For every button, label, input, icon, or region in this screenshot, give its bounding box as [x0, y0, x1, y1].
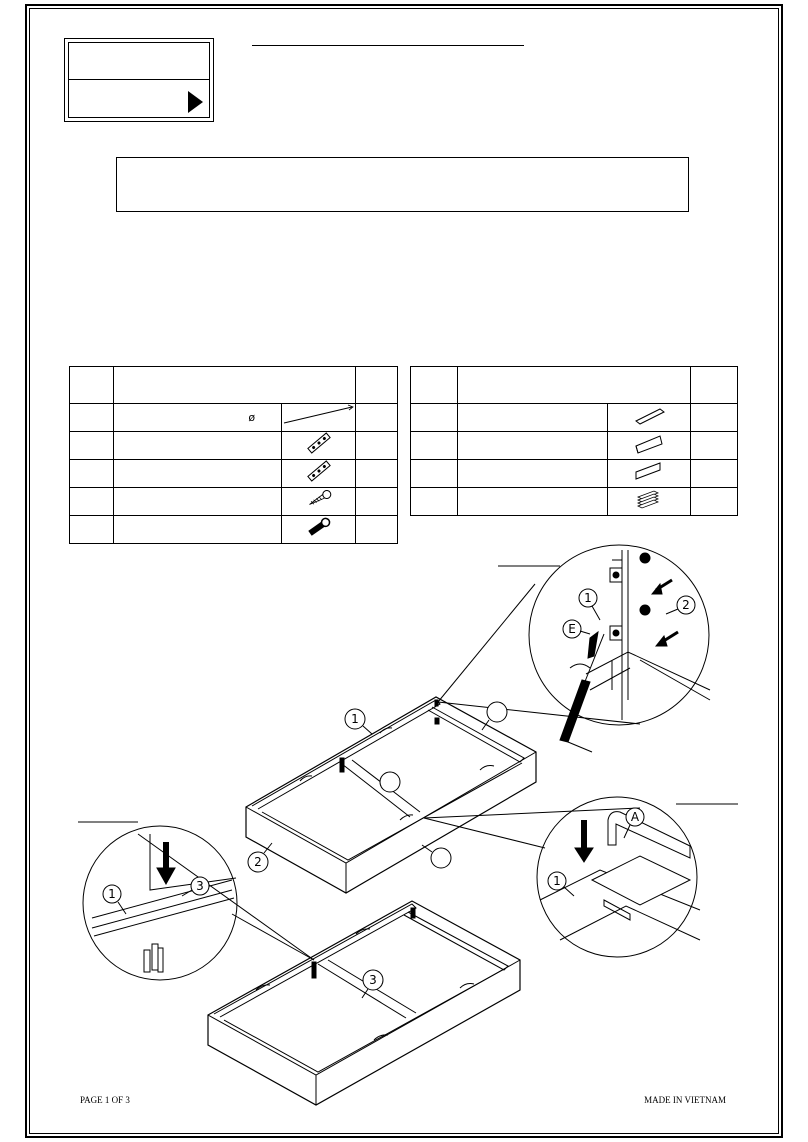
- callout-part-1: 1: [351, 712, 359, 726]
- table-row: [409, 403, 739, 432]
- table-cell: [457, 487, 608, 516]
- header-cell: [112, 366, 357, 404]
- parts-table-right: [409, 366, 739, 516]
- table-cell: [689, 431, 739, 460]
- callout-part-2: 2: [254, 855, 262, 869]
- bracket-icon: [281, 431, 357, 460]
- callout-part-3: 3: [196, 879, 204, 893]
- table-cell: [112, 515, 283, 544]
- table-cell: [355, 431, 398, 460]
- page-border-inner: [29, 8, 779, 1134]
- logo-inner-frame: [68, 42, 210, 118]
- title-underline: [252, 45, 524, 46]
- diameter-symbol: ø: [112, 403, 283, 432]
- notice-box: [116, 157, 689, 212]
- callout-part-2: 2: [682, 598, 690, 612]
- rod-icon: [281, 403, 357, 432]
- table-cell: [355, 515, 398, 544]
- callout-hardware-e: E: [568, 622, 576, 636]
- detail-slot-view: [82, 825, 315, 981]
- bolt-icon: [281, 515, 357, 544]
- table-row: [409, 459, 739, 488]
- callout-hardware-a: A: [631, 810, 640, 824]
- table-cell: [457, 459, 608, 488]
- callout-part-3: 3: [369, 973, 377, 987]
- detail-bracket-view: [437, 544, 711, 753]
- logo-divider: [69, 79, 209, 80]
- page-border-outer: [25, 4, 783, 1138]
- callout-part-1: 1: [108, 887, 116, 901]
- table-cell: [355, 403, 398, 432]
- table-cell: [409, 403, 459, 432]
- table-cell: [689, 403, 739, 432]
- table-header-row: [409, 366, 739, 404]
- table-cell: [112, 459, 283, 488]
- drawer-lower: [207, 900, 521, 1106]
- table-cell: [69, 459, 114, 488]
- table-row: [69, 515, 398, 544]
- play-arrow-icon: [188, 91, 203, 113]
- table-row: [69, 487, 398, 516]
- logo-box: [64, 38, 214, 122]
- bracket-icon: [281, 459, 357, 488]
- callout-part-1: 1: [553, 874, 561, 888]
- header-cell: [689, 366, 739, 404]
- parts-table-left: ø: [69, 366, 398, 544]
- header-cell: [409, 366, 459, 404]
- callout-part-1: 1: [584, 591, 592, 605]
- table-cell: [355, 487, 398, 516]
- header-cell: [69, 366, 114, 404]
- part-callouts: [102, 588, 696, 999]
- table-row: [69, 459, 398, 488]
- table-cell: [409, 487, 459, 516]
- made-in-label: MADE IN VIETNAM: [644, 1095, 726, 1105]
- slat-bundle-icon: [606, 487, 691, 516]
- header-cell: [355, 366, 398, 404]
- table-row: [409, 487, 739, 516]
- table-cell: [689, 487, 739, 516]
- table-header-row: [69, 366, 398, 404]
- drawer-upper: [245, 696, 537, 894]
- page-number: PAGE 1 OF 3: [80, 1095, 130, 1105]
